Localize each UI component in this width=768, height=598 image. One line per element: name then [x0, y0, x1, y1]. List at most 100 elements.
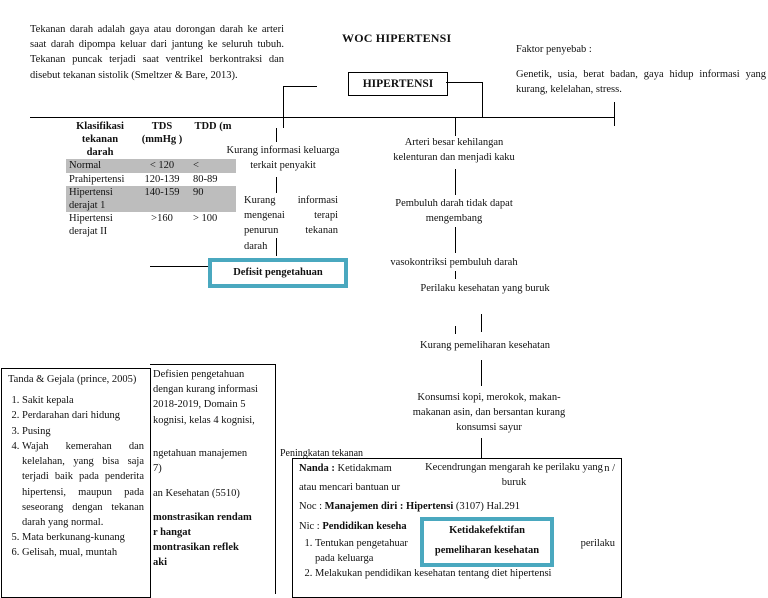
- connector-table-bottom: [150, 266, 210, 267]
- defisit-pengetahuan-box: Defisit pengetahuan: [208, 258, 348, 288]
- table-row: Prahipertensi 120-139 80-89: [66, 173, 236, 186]
- chain-perilaku-buruk: Perilaku kesehatan yang buruk: [420, 283, 550, 294]
- diag-line: ngetahuan manajemen: [153, 447, 248, 459]
- kurang-informasi-keluarga: Kurang informasi keluarga terkait penyak…: [226, 145, 340, 172]
- table-cell: < 120: [134, 159, 190, 173]
- diag-line: [153, 476, 271, 486]
- list-item: Perdarahan dari hidung: [22, 408, 144, 423]
- nic-item-tail: perilaku: [580, 537, 615, 549]
- nanda-mencari: atau mencari bantuan ur: [299, 482, 401, 494]
- noc-rest: (3107) Hal.291: [455, 501, 521, 513]
- table-cell: Hipertensi derajat 1: [66, 185, 134, 212]
- connector-left-branch-2: [276, 177, 277, 193]
- nanda-text: Ketidakmam: [337, 463, 392, 474]
- peningkatan-tekanan: Peningkatan tekanan: [280, 448, 364, 459]
- connector-chain-5: [481, 360, 482, 386]
- diag-line: kognisi, kelas 4 kognisi,: [153, 414, 255, 426]
- table-header-row: Klasifikasi tekanan darah TDS (mmHg ) TD…: [66, 120, 236, 159]
- table-row: Hipertensi derajat II >160 > 100: [66, 212, 236, 238]
- tanda-heading: Tanda & Gejala (prince, 2005): [8, 374, 137, 385]
- nic-item-line2: pada keluarga: [315, 553, 374, 565]
- table-header: TDD (m: [194, 121, 232, 132]
- table-cell: Normal: [66, 159, 134, 173]
- tanda-gejala-box: Tanda & Gejala (prince, 2005) Sakit kepa…: [1, 368, 151, 598]
- noc-bold: Manajemen diri : Hipertensi: [324, 501, 454, 513]
- nic-list: Tentukan pengetahuar perilaku pada kelua…: [299, 536, 615, 582]
- connector-chain-1: [455, 169, 456, 195]
- connector-left-branch-3: [276, 238, 277, 256]
- table-header: Klasifikasi tekanan darah: [76, 121, 124, 159]
- table-cell: 140-159: [134, 185, 190, 212]
- diag-line: montrasikan reflek: [153, 541, 239, 553]
- connector-intro-to-box: [283, 86, 317, 87]
- table-cell: Prahipertensi: [69, 173, 125, 185]
- chain-konsumsi: Konsumsi kopi, merokok, makan-makanan as…: [412, 392, 566, 434]
- kecenderungan-perilaku: Kecendrungan mengarah ke perilaku yang b…: [424, 460, 604, 491]
- intro-text: Tekanan darah adalah gaya atau dorongan …: [30, 24, 284, 81]
- list-item: Wajah kemerahan dan kelelahan, yang bisa…: [22, 439, 144, 530]
- table-cell: 120-139: [144, 173, 180, 185]
- faktor-penyebab: Faktor penyebab : Genetik, usia, berat b…: [516, 42, 766, 98]
- diag-line: an Kesehatan (5510): [153, 488, 240, 500]
- diag-line: [153, 428, 271, 446]
- list-item: Pusing: [22, 424, 144, 439]
- connector-chain-6: [481, 438, 482, 458]
- diag-line: Defisien pengetahuan: [153, 369, 245, 380]
- nanda-box: Nanda : Ketidakmam n / atau mencari bant…: [292, 458, 622, 598]
- list-item: Sakit kepala: [22, 393, 144, 408]
- diag-line: [153, 502, 271, 510]
- nanda-tail: n /: [604, 463, 615, 474]
- nic-label: Nic :: [299, 520, 320, 532]
- diag-line: r hangat: [153, 526, 192, 538]
- nanda-line: Nanda : Ketidakmam n /: [299, 461, 615, 476]
- noc-line: Noc : Manajemen diri : Hipertensi (3107)…: [299, 499, 615, 514]
- kurang-informasi-terapi: Kurang informasi mengenai terapi penurun…: [244, 195, 338, 252]
- nic-item-text: Tentukan pengetahuar: [315, 537, 408, 549]
- table-cell: 80-89: [193, 173, 218, 185]
- connector-main-horizontal: [30, 117, 615, 118]
- list-item: Mata berkunang-kunang: [22, 530, 144, 545]
- nanda-label: Nanda :: [299, 463, 335, 474]
- diag-line: aki: [153, 557, 168, 569]
- list-item: Tentukan pengetahuar perilaku pada kelua…: [315, 536, 615, 566]
- table-cell: > 100: [193, 212, 218, 224]
- list-item: Gelisah, mual, muntah: [22, 545, 144, 560]
- klasifikasi-table: Klasifikasi tekanan darah TDS (mmHg ) TD…: [66, 120, 236, 238]
- connector-chain-top: [455, 118, 456, 136]
- diagnosa-defisien-box: Defisien pengetahuan dengan kurang infor…: [150, 364, 276, 594]
- page-title: WOC HIPERTENSI: [342, 31, 452, 45]
- connector-chain-4: [481, 314, 482, 332]
- table-cell: Hipertensi derajat II: [69, 212, 113, 237]
- faktor-label: Faktor penyebab :: [516, 44, 592, 55]
- intro-paragraph: Tekanan darah adalah gaya atau dorongan …: [30, 22, 284, 87]
- nic-line: Nic : Pendidikan keseha: [299, 519, 615, 534]
- connector-left-tick: [283, 110, 284, 128]
- table-header: TDS (mmHg ): [141, 121, 183, 146]
- list-item: Melakukan pendidikan kesehatan tentang d…: [315, 566, 615, 581]
- chain-pembuluh-darah: Pembuluh darah tidak dapat mengembang: [395, 198, 513, 225]
- connector-right-tick: [614, 102, 615, 126]
- tanda-list: Sakit kepala Perdarahan dari hidung Pusi…: [8, 393, 144, 560]
- nic-bold: Pendidikan keseha: [322, 520, 407, 532]
- chain-kurang-pemeliharan: Kurang pemeliharan kesehatan: [419, 340, 551, 351]
- chain-arteri-kaku: Arteri besar kehilangan kelenturan dan m…: [393, 137, 515, 164]
- ketidakefektifan-box: Ketidakefektifan pemeliharan kesehatan: [420, 517, 554, 567]
- table-cell: <: [190, 159, 236, 173]
- diag-line: dengan kurang informasi: [153, 384, 258, 396]
- table-cell: >160: [151, 212, 173, 224]
- diag-line: monstrasikan rendam: [153, 511, 252, 523]
- table-cell: 90: [190, 185, 236, 212]
- hipertensi-box: HIPERTENSI: [348, 72, 448, 96]
- chain-vasokontriksi: vasokontriksi pembuluh darah: [390, 257, 518, 268]
- noc-label: Noc :: [299, 501, 323, 513]
- connector-chain-2: [455, 227, 456, 253]
- connector-intro-drop: [283, 86, 284, 116]
- faktor-text: Genetik, usia, berat badan, gaya hidup i…: [516, 69, 766, 96]
- connector-left-branch-1: [276, 128, 277, 142]
- table-row: Hipertensi derajat 1 140-159 90: [66, 185, 236, 212]
- diag-line: 7): [153, 463, 162, 475]
- connector-factor-drop: [482, 82, 483, 118]
- connector-chain-3: [455, 271, 456, 279]
- connector-box-right: [446, 82, 482, 83]
- table-row: Normal < 120 <: [66, 159, 236, 173]
